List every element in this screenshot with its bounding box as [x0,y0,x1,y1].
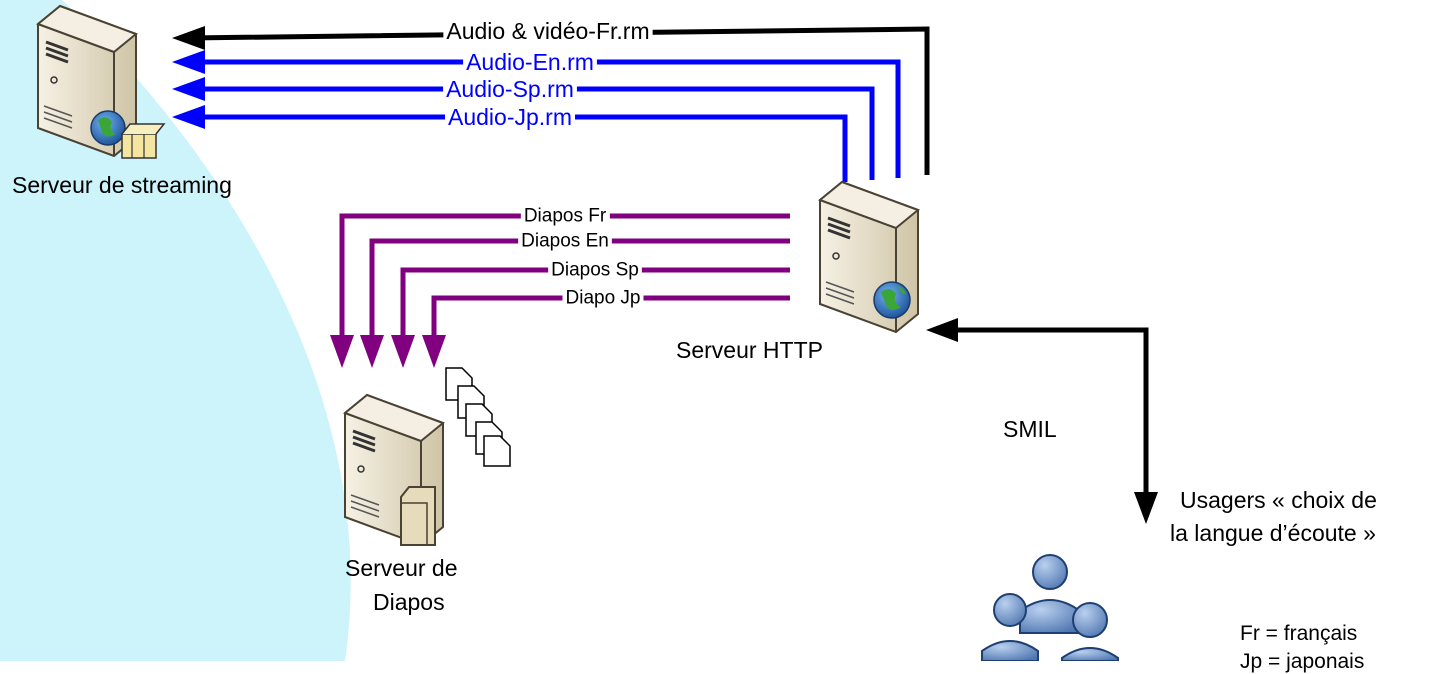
audio-flow-label: Audio & vidéo-Fr.rm [443,18,653,44]
diapo-flow-en [360,238,790,368]
diapo-flow-label-text: Diapos En [521,231,609,252]
diapo-flow-sp [391,267,790,368]
audio-flow-label-text: Audio-En.rm [466,49,594,75]
streaming-server-label: Serveur de streaming [12,172,232,198]
background-arc [0,0,351,661]
audio-flow-fr [172,26,930,175]
diapo-flow-label-text: Diapos Sp [551,260,639,281]
http-server-icon [818,180,920,334]
audio-flow-label-text: Audio & vidéo-Fr.rm [446,18,649,44]
legend-item: Fr = français [1240,622,1358,645]
diapo-flow-label: Diapos Fr [520,206,610,227]
audio-flow-en [172,50,901,178]
audio-flow-label-text: Audio-Sp.rm [446,76,574,102]
users-label-line1: Usagers « choix de [1180,487,1377,513]
diapo-flow-fr [330,213,790,368]
streaming-server-icon [36,4,166,159]
legend-item: Jp = japonais [1240,650,1365,673]
slides-server-icon [343,393,445,547]
smil-label: SMIL [1003,416,1057,442]
slides-server-label-line1: Serveur de [345,555,458,581]
audio-flow-label: Audio-En.rm [463,49,597,75]
users-label-line2: la langue d’écoute » [1170,520,1376,546]
diapo-flow-label: Diapos En [518,231,612,252]
diapo-flow-label: Diapos Sp [548,260,642,281]
audio-flow-label: Audio-Jp.rm [445,104,575,130]
audio-flow-label: Audio-Sp.rm [443,76,577,102]
documents-icon [445,367,511,467]
audio-flow-jp [172,105,848,182]
diapo-flow-jp [422,295,790,368]
slides-server-label-line2: Diapos [373,589,445,615]
smil-flow [926,318,1158,524]
diapo-flow-label-text: Diapo Jp [566,288,641,309]
audio-flow-label-text: Audio-Jp.rm [448,104,572,130]
users-icon [981,554,1119,661]
diapo-flow-label-text: Diapos Fr [524,206,607,227]
diapo-flow-label: Diapo Jp [562,288,644,309]
audio-flow-sp [172,77,875,180]
http-server-label: Serveur HTTP [676,337,823,363]
